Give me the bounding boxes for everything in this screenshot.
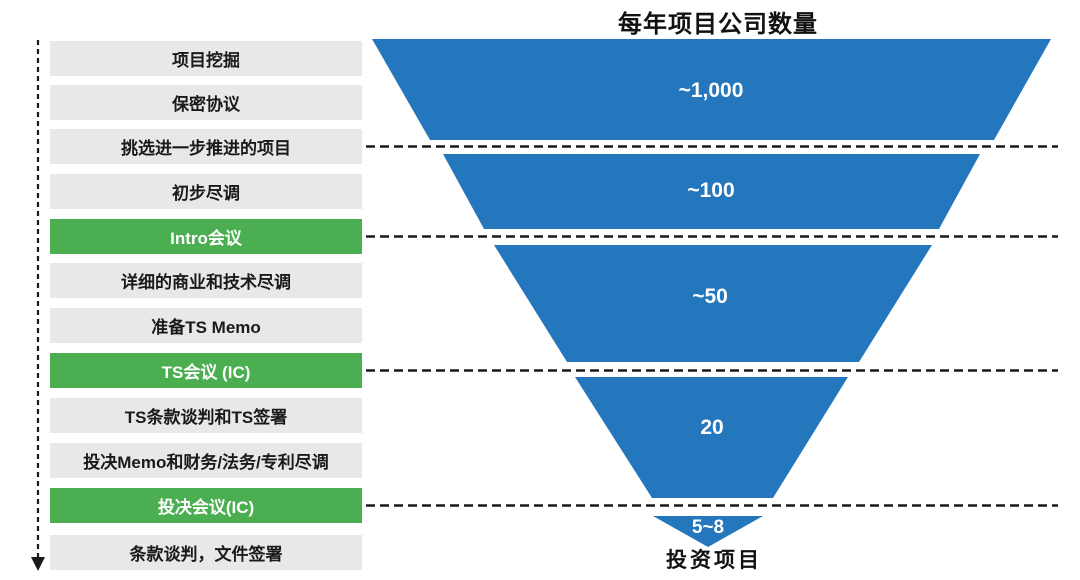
process-step-label: 投决会议(IC): [157, 498, 255, 517]
process-step-label: 初步尽调: [172, 184, 240, 203]
funnel-stage-4: [575, 377, 848, 498]
funnel-bottom-label: 投资项目: [666, 547, 762, 572]
funnel-stage-3: [494, 245, 932, 362]
funnel-stage-value-4: 20: [700, 416, 723, 439]
process-step-label: TS会议 (IC): [161, 363, 251, 382]
funnel-stage-value-3: ~50: [692, 285, 728, 308]
process-step-9: TS条款谈判和TS签署: [50, 398, 362, 433]
funnel-stage-2: [443, 154, 980, 229]
funnel-stage-value-1: ~1,000: [679, 79, 744, 102]
process-step-label: 详细的商业和技术尽调: [121, 273, 291, 292]
process-step-label: 准备TS Memo: [151, 318, 261, 337]
chart-title: 每年项目公司数量: [618, 9, 818, 38]
funnel-stage-5: [653, 516, 763, 547]
funnel-stage-value-5: 5~8: [692, 517, 724, 538]
process-step-label: 投决Memo和财务/法务/专利尽调: [83, 453, 329, 472]
process-step-6: 详细的商业和技术尽调: [50, 263, 362, 298]
process-step-11: 投决会议(IC): [50, 488, 362, 523]
process-step-8: TS会议 (IC): [50, 353, 362, 388]
process-step-label: 保密协议: [172, 95, 240, 114]
process-step-7: 准备TS Memo: [50, 308, 362, 343]
process-step-label: Intro会议: [170, 229, 242, 248]
process-step-label: 项目挖掘: [172, 51, 240, 70]
funnel-stage-value-2: ~100: [687, 179, 734, 202]
process-step-4: 初步尽调: [50, 174, 362, 209]
process-step-1: 项目挖掘: [50, 41, 362, 76]
process-step-label: 条款谈判，文件签署: [129, 545, 283, 564]
process-step-3: 挑选进一步推进的项目: [50, 129, 362, 164]
timeline-arrow-down-icon: [31, 557, 45, 571]
process-step-label: 挑选进一步推进的项目: [121, 139, 291, 158]
process-step-label: TS条款谈判和TS签署: [124, 408, 288, 427]
process-step-5: Intro会议: [50, 219, 362, 254]
process-step-10: 投决Memo和财务/法务/专利尽调: [50, 443, 362, 478]
funnel-stage-1: [372, 39, 1051, 140]
process-step-12: 条款谈判，文件签署: [50, 535, 362, 570]
process-step-2: 保密协议: [50, 85, 362, 120]
